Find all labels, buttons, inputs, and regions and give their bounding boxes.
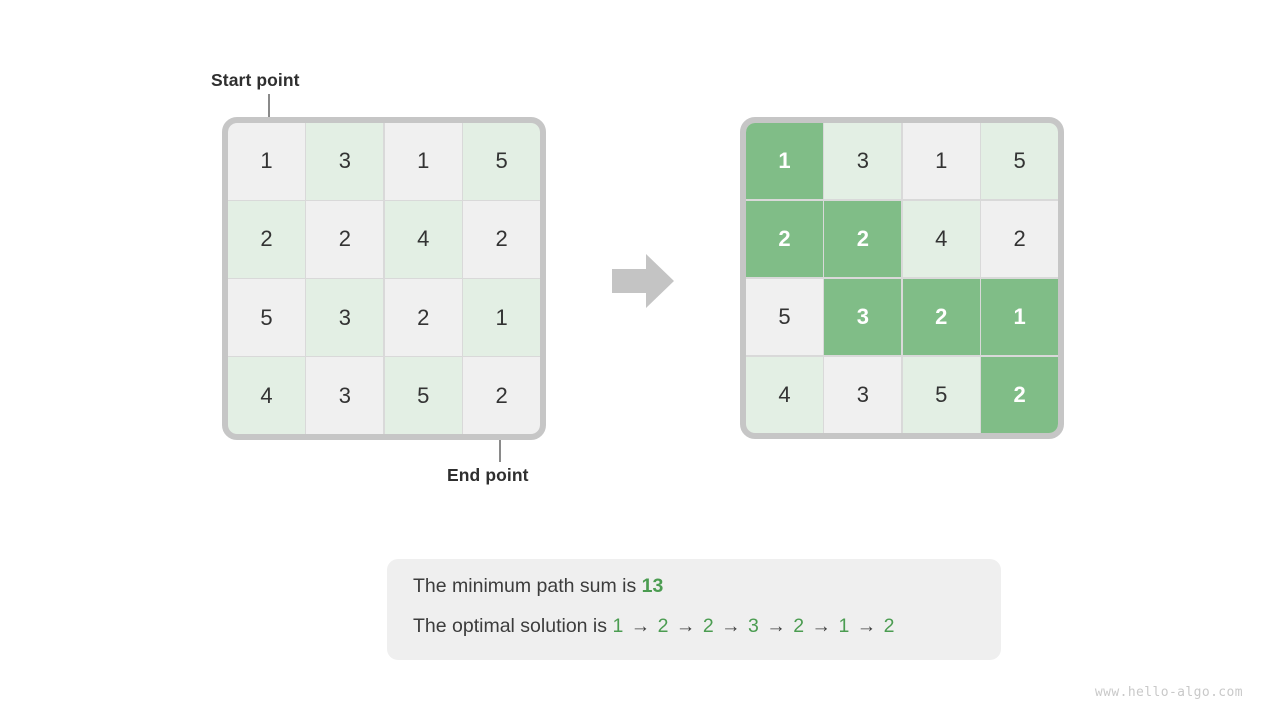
right-arrow-icon xyxy=(610,252,676,310)
grid-cell-0-3: 5 xyxy=(463,123,540,200)
path-step-value: 3 xyxy=(748,614,759,637)
grid-cell-1-0: 2 xyxy=(228,201,305,278)
minimum-path-sum-line: The minimum path sum is 13 xyxy=(413,575,1001,597)
grid-cell-0-2: 1 xyxy=(902,123,980,200)
minimum-path-sum-prefix: The minimum path sum is xyxy=(413,575,642,597)
grid-cell-2-0: 5 xyxy=(746,278,823,356)
path-step-value: 1 xyxy=(838,614,850,637)
result-panel: The minimum path sum is 13 The optimal s… xyxy=(387,559,1001,660)
start-point-label: Start point xyxy=(211,70,300,90)
grid-cell-1-0: 2 xyxy=(746,200,823,278)
grid-cell-1-2: 4 xyxy=(384,201,462,278)
path-arrow-icon: → xyxy=(851,614,882,637)
minimum-path-sum-value: 13 xyxy=(641,575,664,597)
grid-cell-3-0: 4 xyxy=(746,356,823,433)
grid-cell-2-3: 1 xyxy=(981,278,1058,356)
watermark: www.hello-algo.com xyxy=(1094,685,1243,700)
grid-cell-3-0: 4 xyxy=(228,357,305,434)
path-arrow-icon: → xyxy=(760,614,792,637)
path-arrow-icon: → xyxy=(806,614,837,637)
path-step-value: 2 xyxy=(883,614,895,637)
grid-cell-1-2: 4 xyxy=(902,200,980,278)
path-step-value: 1 xyxy=(612,614,624,637)
path-step-value: 2 xyxy=(702,614,714,637)
grid-cell-2-0: 5 xyxy=(228,279,305,356)
path-step-value: 2 xyxy=(657,614,669,637)
grid-cell-0-2: 1 xyxy=(384,123,462,200)
grid-cell-0-0: 1 xyxy=(228,123,305,200)
optimal-solution-line: The optimal solution is 1 → 2 → 2 → 3 → … xyxy=(413,614,1001,637)
grid-cell-1-1: 2 xyxy=(306,201,384,278)
grid-cell-3-1: 3 xyxy=(824,356,902,433)
path-arrow-icon: → xyxy=(715,614,747,637)
optimal-solution-prefix: The optimal solution is xyxy=(413,614,613,637)
optimal-path-sequence: 1 → 2 → 2 → 3 → 2 → 1 → 2 xyxy=(612,615,894,637)
path-step-value: 2 xyxy=(793,614,805,637)
grid-cell-0-3: 5 xyxy=(981,123,1058,200)
grid-cell-3-3: 2 xyxy=(463,357,540,434)
grid-cell-3-2: 5 xyxy=(902,356,980,433)
grid-cell-0-1: 3 xyxy=(306,123,384,200)
grid-cell-2-1: 3 xyxy=(306,279,384,356)
path-arrow-icon: → xyxy=(625,614,656,637)
grid-cell-1-3: 2 xyxy=(981,200,1058,278)
grid-cell-2-2: 2 xyxy=(384,279,462,356)
grid-cell-1-1: 2 xyxy=(824,200,902,278)
grid-cell-2-1: 3 xyxy=(824,278,902,356)
grid-cell-3-1: 3 xyxy=(306,357,384,434)
end-point-label: End point xyxy=(447,465,529,485)
grid-cell-3-3: 2 xyxy=(981,356,1058,433)
grid-cell-0-0: 1 xyxy=(746,123,823,200)
grid-cell-1-3: 2 xyxy=(463,201,540,278)
grid-cell-2-2: 2 xyxy=(902,278,980,356)
grid-cell-0-1: 3 xyxy=(824,123,902,200)
path-arrow-icon: → xyxy=(670,614,701,637)
grid-cell-2-3: 1 xyxy=(463,279,540,356)
grid-cell-3-2: 5 xyxy=(384,357,462,434)
